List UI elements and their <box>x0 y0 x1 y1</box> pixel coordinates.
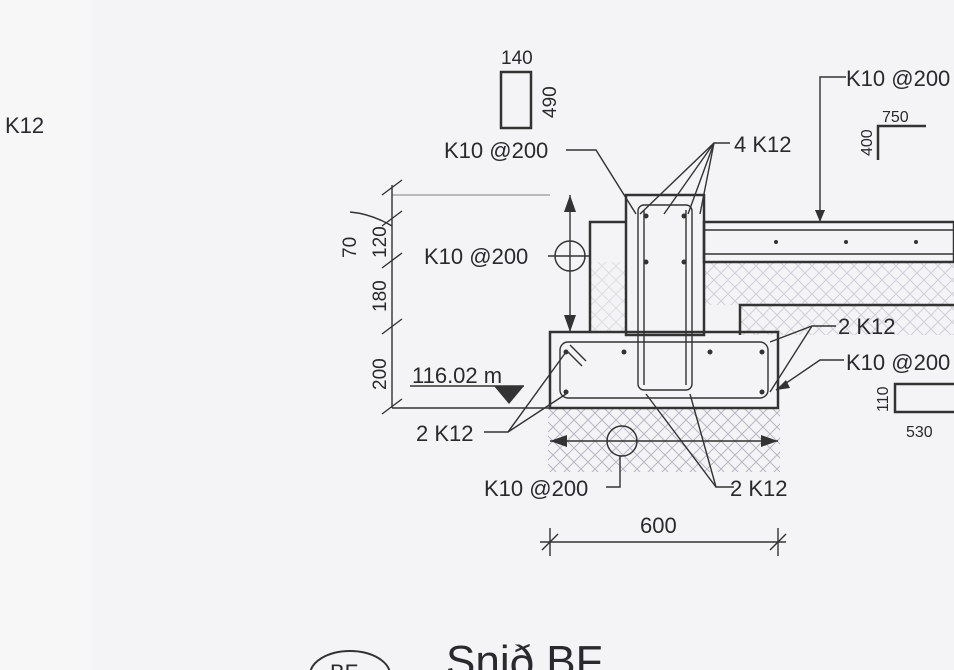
bar-bend-length: 750 <box>882 109 909 126</box>
dim-180: 180 <box>370 280 391 312</box>
dim-ticks <box>381 179 403 415</box>
label-k10-top-right: K10 @200 <box>846 66 950 91</box>
label-k10-right: K10 @200 <box>846 350 950 375</box>
stirrup-right-height: 110 <box>875 386 892 412</box>
footing-hook-2 <box>569 344 587 362</box>
bar-bend-leg: 400 <box>859 129 876 156</box>
label-k10-top-left: K10 @200 <box>444 138 548 163</box>
leaders <box>484 76 846 488</box>
bar-marker-circle-bottom <box>606 425 638 457</box>
stirrup-small-height: 490 <box>540 86 561 118</box>
label-k10-bottom: K10 @200 <box>484 476 588 501</box>
stirrup-right-shape <box>893 382 954 414</box>
slab-underside-right <box>738 303 954 335</box>
label-4k12: 4 K12 <box>734 132 792 157</box>
dim-70: 70 <box>340 237 361 258</box>
drawing-title: Snið BF <box>446 637 603 670</box>
label-k10-middle-left: K10 @200 <box>424 244 528 269</box>
footing <box>548 330 780 410</box>
rebar-dots <box>563 213 918 395</box>
stirrup-right-width: 530 <box>906 424 933 441</box>
foundation-wall <box>624 193 706 337</box>
fill-hatch-right <box>704 262 954 335</box>
bar-bend-shape <box>876 124 926 160</box>
label-2k12-bottom: 2 K12 <box>730 476 788 501</box>
wall-stirrup <box>637 204 693 391</box>
dim-200: 200 <box>370 358 391 390</box>
left-label: K12 <box>5 113 44 138</box>
elevation-triangle <box>494 386 524 404</box>
stirrup-small-shape <box>499 70 533 130</box>
slab-edge-left <box>588 220 626 332</box>
title-marker-circle <box>309 650 391 670</box>
title-marker: BF <box>330 660 358 670</box>
label-2k12-right: 2 K12 <box>838 314 896 339</box>
label-2k12-left: 2 K12 <box>416 421 474 446</box>
footing-stirrup <box>559 341 769 399</box>
footing-hook <box>565 349 583 367</box>
stirrup-small-width: 140 <box>501 48 533 69</box>
dim-120: 120 <box>370 226 391 258</box>
dim-600: 600 <box>640 513 677 538</box>
fill-hatch-left <box>590 262 626 332</box>
elevation-label: 116.02 m <box>412 363 502 388</box>
dim-leader-70 <box>349 211 393 227</box>
